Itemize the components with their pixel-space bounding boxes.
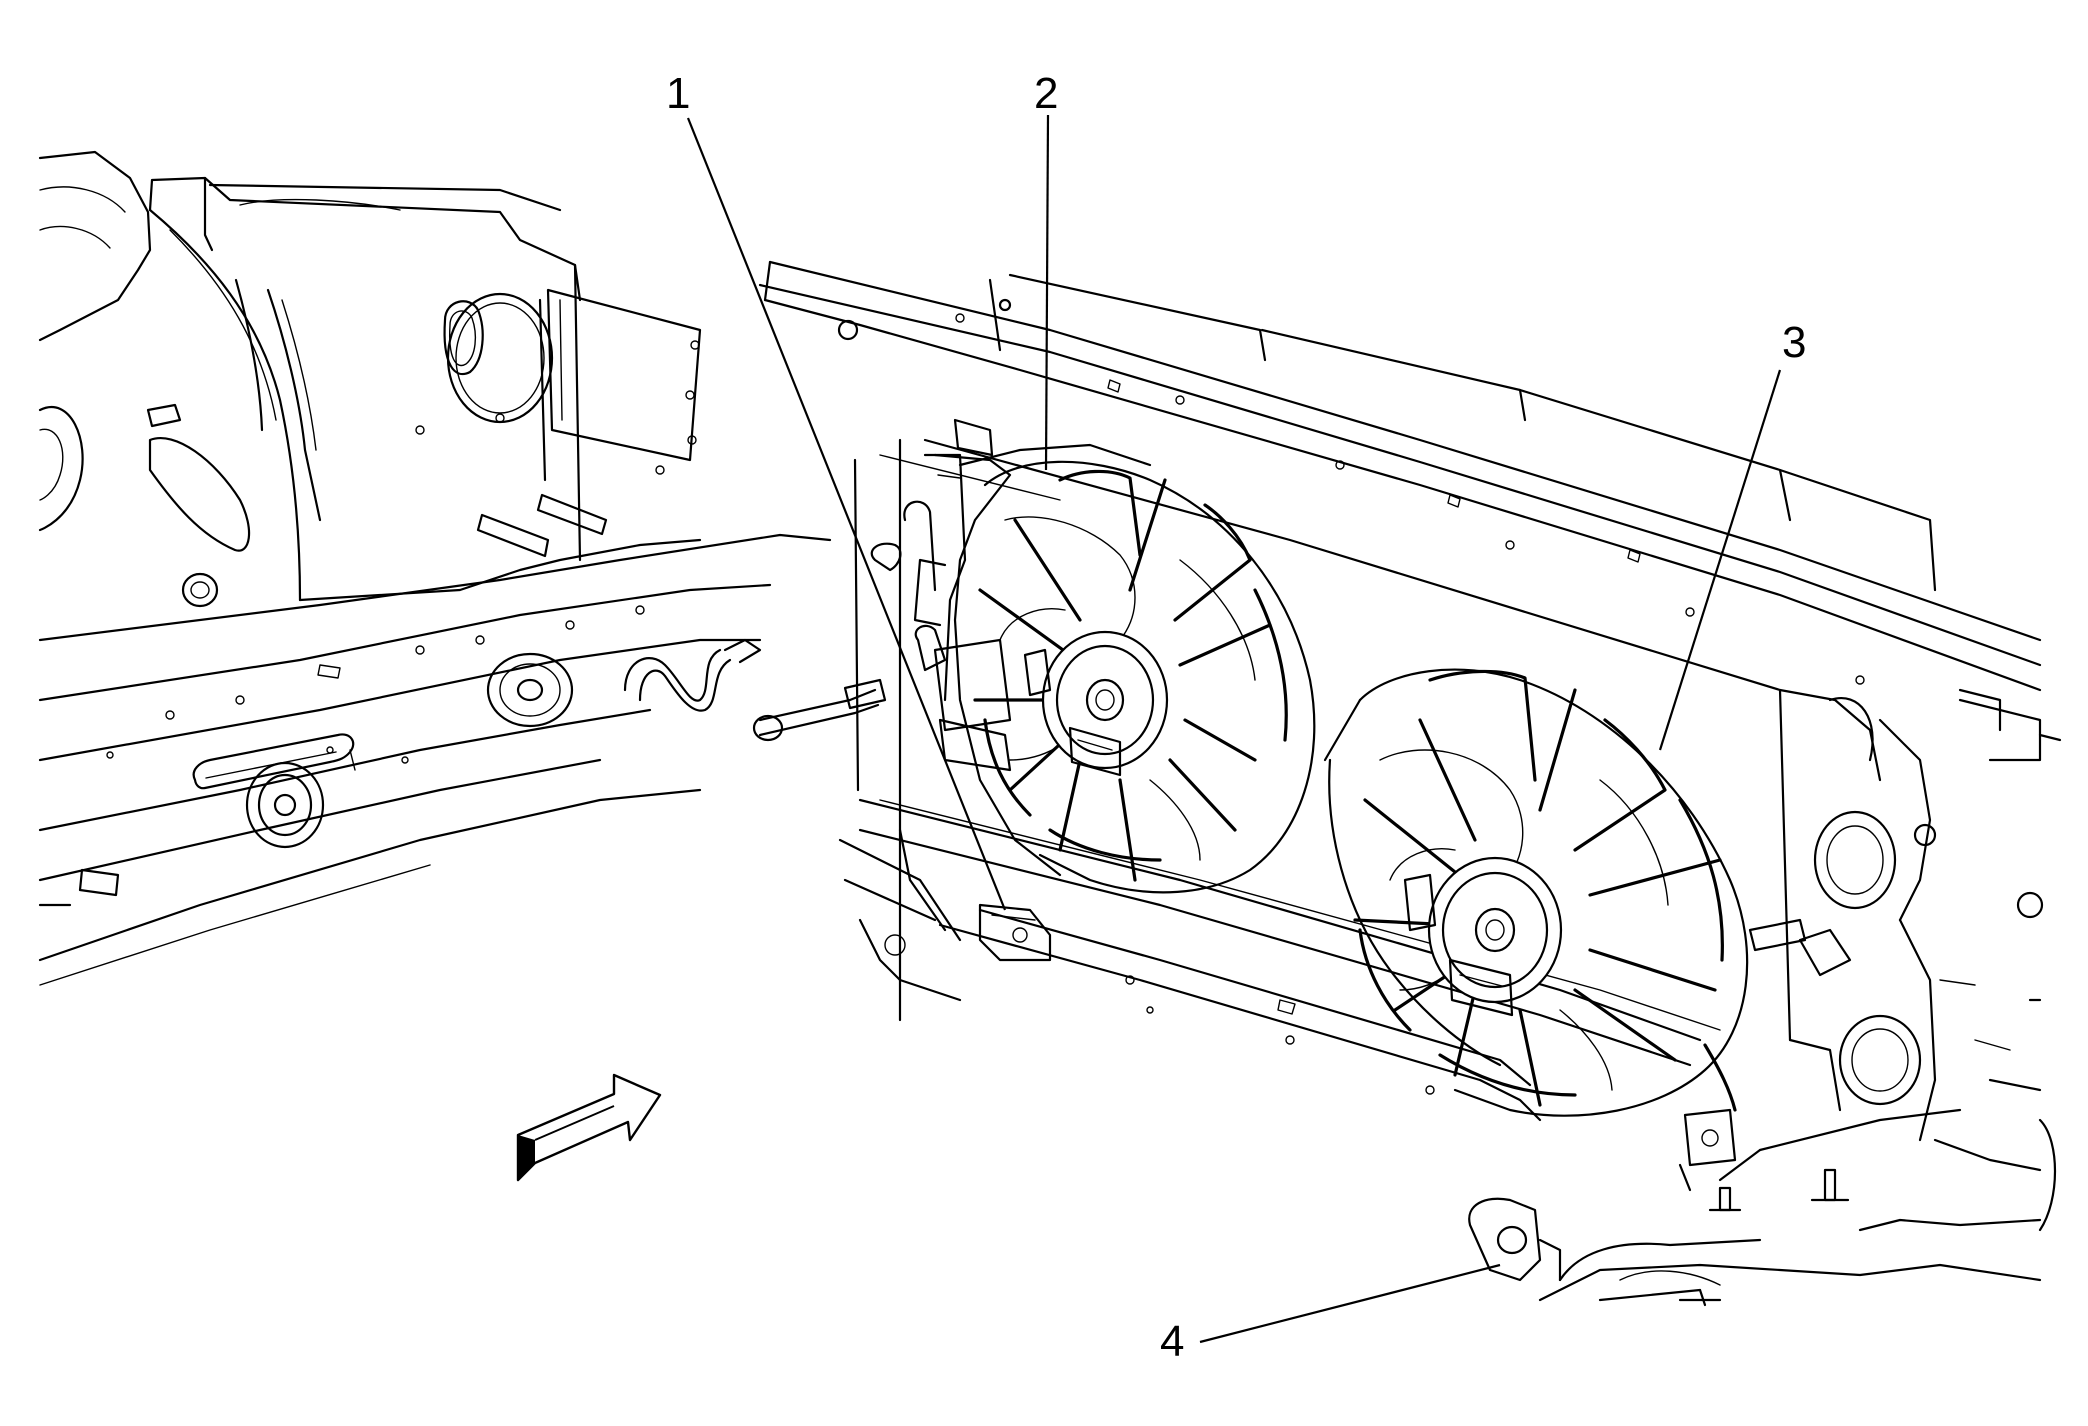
right-cooling-fan [1323,668,1749,1117]
left-cooling-fan [933,443,1316,894]
inner-fender-panel [148,176,702,602]
callout-4-label: 4 [1160,1317,1184,1366]
left-strut-tower [38,150,251,608]
callout-3-label: 3 [1782,318,1806,367]
radiator-lower-support [858,798,1702,1122]
callout-labels: 1 2 3 4 [666,69,1806,1366]
lower-bracket-callout-1 [978,903,1052,962]
right-body-structure [1678,688,2062,1232]
callout-1-leader [686,117,1007,911]
hose-and-bracket [752,500,947,742]
forward-direction-arrow-icon [516,1073,662,1182]
radiator-core [853,438,1792,1042]
callout-1-label: 1 [666,69,690,118]
callout-4-leader [1199,1263,1501,1344]
lower-mount-area [1468,1197,2042,1307]
fan-mount-bracket [913,418,1012,772]
radiator-upper-support [758,260,2042,692]
lower-frame [838,838,962,1002]
callout-2-label: 2 [1034,69,1058,118]
callout-2-leader [1044,114,1050,471]
callout-leaders [686,114,1782,1344]
callout-3-leader [1658,369,1782,751]
left-frame-rail [38,533,832,986]
